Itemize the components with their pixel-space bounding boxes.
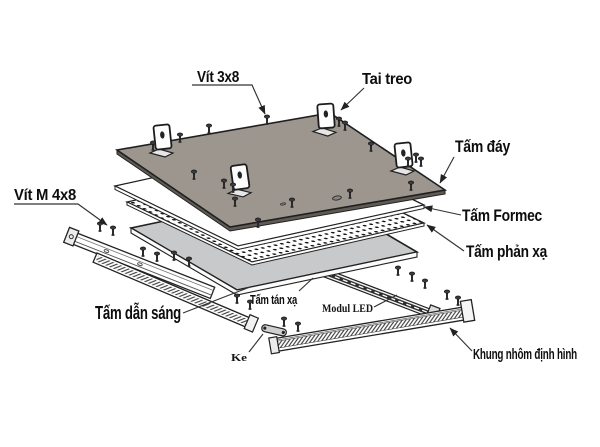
screw-icon — [408, 271, 416, 283]
screw-icon — [109, 225, 117, 237]
leader-tam-day — [439, 156, 455, 184]
label-tai-treo: Tai treo — [362, 71, 412, 88]
leader-vit-3x8 — [192, 84, 266, 115]
label-tam-formec: Tấm Formec — [462, 206, 542, 225]
screw-icon — [412, 152, 420, 164]
leader-ke — [248, 333, 264, 353]
label-tam-day: Tấm đáy — [455, 137, 511, 156]
leader-tam-tan-xa — [298, 277, 314, 292]
label-modul-led: Modul LED — [322, 301, 373, 315]
hanging-bracket — [149, 123, 174, 158]
corner-bracket-ke — [261, 324, 287, 337]
leader-vit-m-4x8 — [14, 203, 108, 226]
label-tam-dan-sang: Tấm dẫn sáng — [95, 302, 181, 323]
label-vit-3x8: Vít 3x8 — [197, 69, 239, 86]
screw-icon — [443, 289, 451, 301]
screw-icon — [421, 278, 429, 290]
leader-tam-formec — [423, 205, 462, 216]
part-labels: Vít 3x8 Tai treo Tấm đáy Tấm Formec Tấm … — [14, 69, 577, 364]
screw-icon — [205, 123, 213, 135]
leader-khung-nhom — [449, 327, 473, 352]
screw-icon — [394, 265, 402, 277]
screw-icon — [139, 246, 147, 258]
aluminum-frame-rail-bottom — [268, 298, 476, 355]
label-tam-tan-xa: Tấm tán xạ — [250, 292, 298, 307]
light-guide-rail — [92, 252, 260, 333]
screw-icon — [294, 321, 302, 333]
screw-icon — [417, 156, 425, 168]
screw-icon — [280, 316, 288, 328]
screw-icon — [233, 293, 241, 305]
back-plate-face — [114, 112, 448, 228]
label-khung-nhom: Khung nhôm định hình — [473, 346, 577, 363]
leader-tai-treo — [340, 87, 365, 111]
plate-slot-hole — [332, 195, 342, 201]
label-vit-m-4x8: Vít M 4x8 — [14, 187, 76, 204]
leader-tam-dan-sang — [182, 286, 251, 314]
screw-icon — [153, 251, 161, 263]
back-plate — [114, 112, 448, 232]
leader-tam-phan-xa — [426, 224, 465, 252]
label-tam-phan-xa: Tấm phản xạ — [466, 242, 548, 261]
leader-lines — [14, 84, 473, 353]
leader-modul-led — [373, 294, 398, 308]
label-ke: Ke — [231, 352, 247, 364]
screw-icon — [96, 221, 104, 233]
